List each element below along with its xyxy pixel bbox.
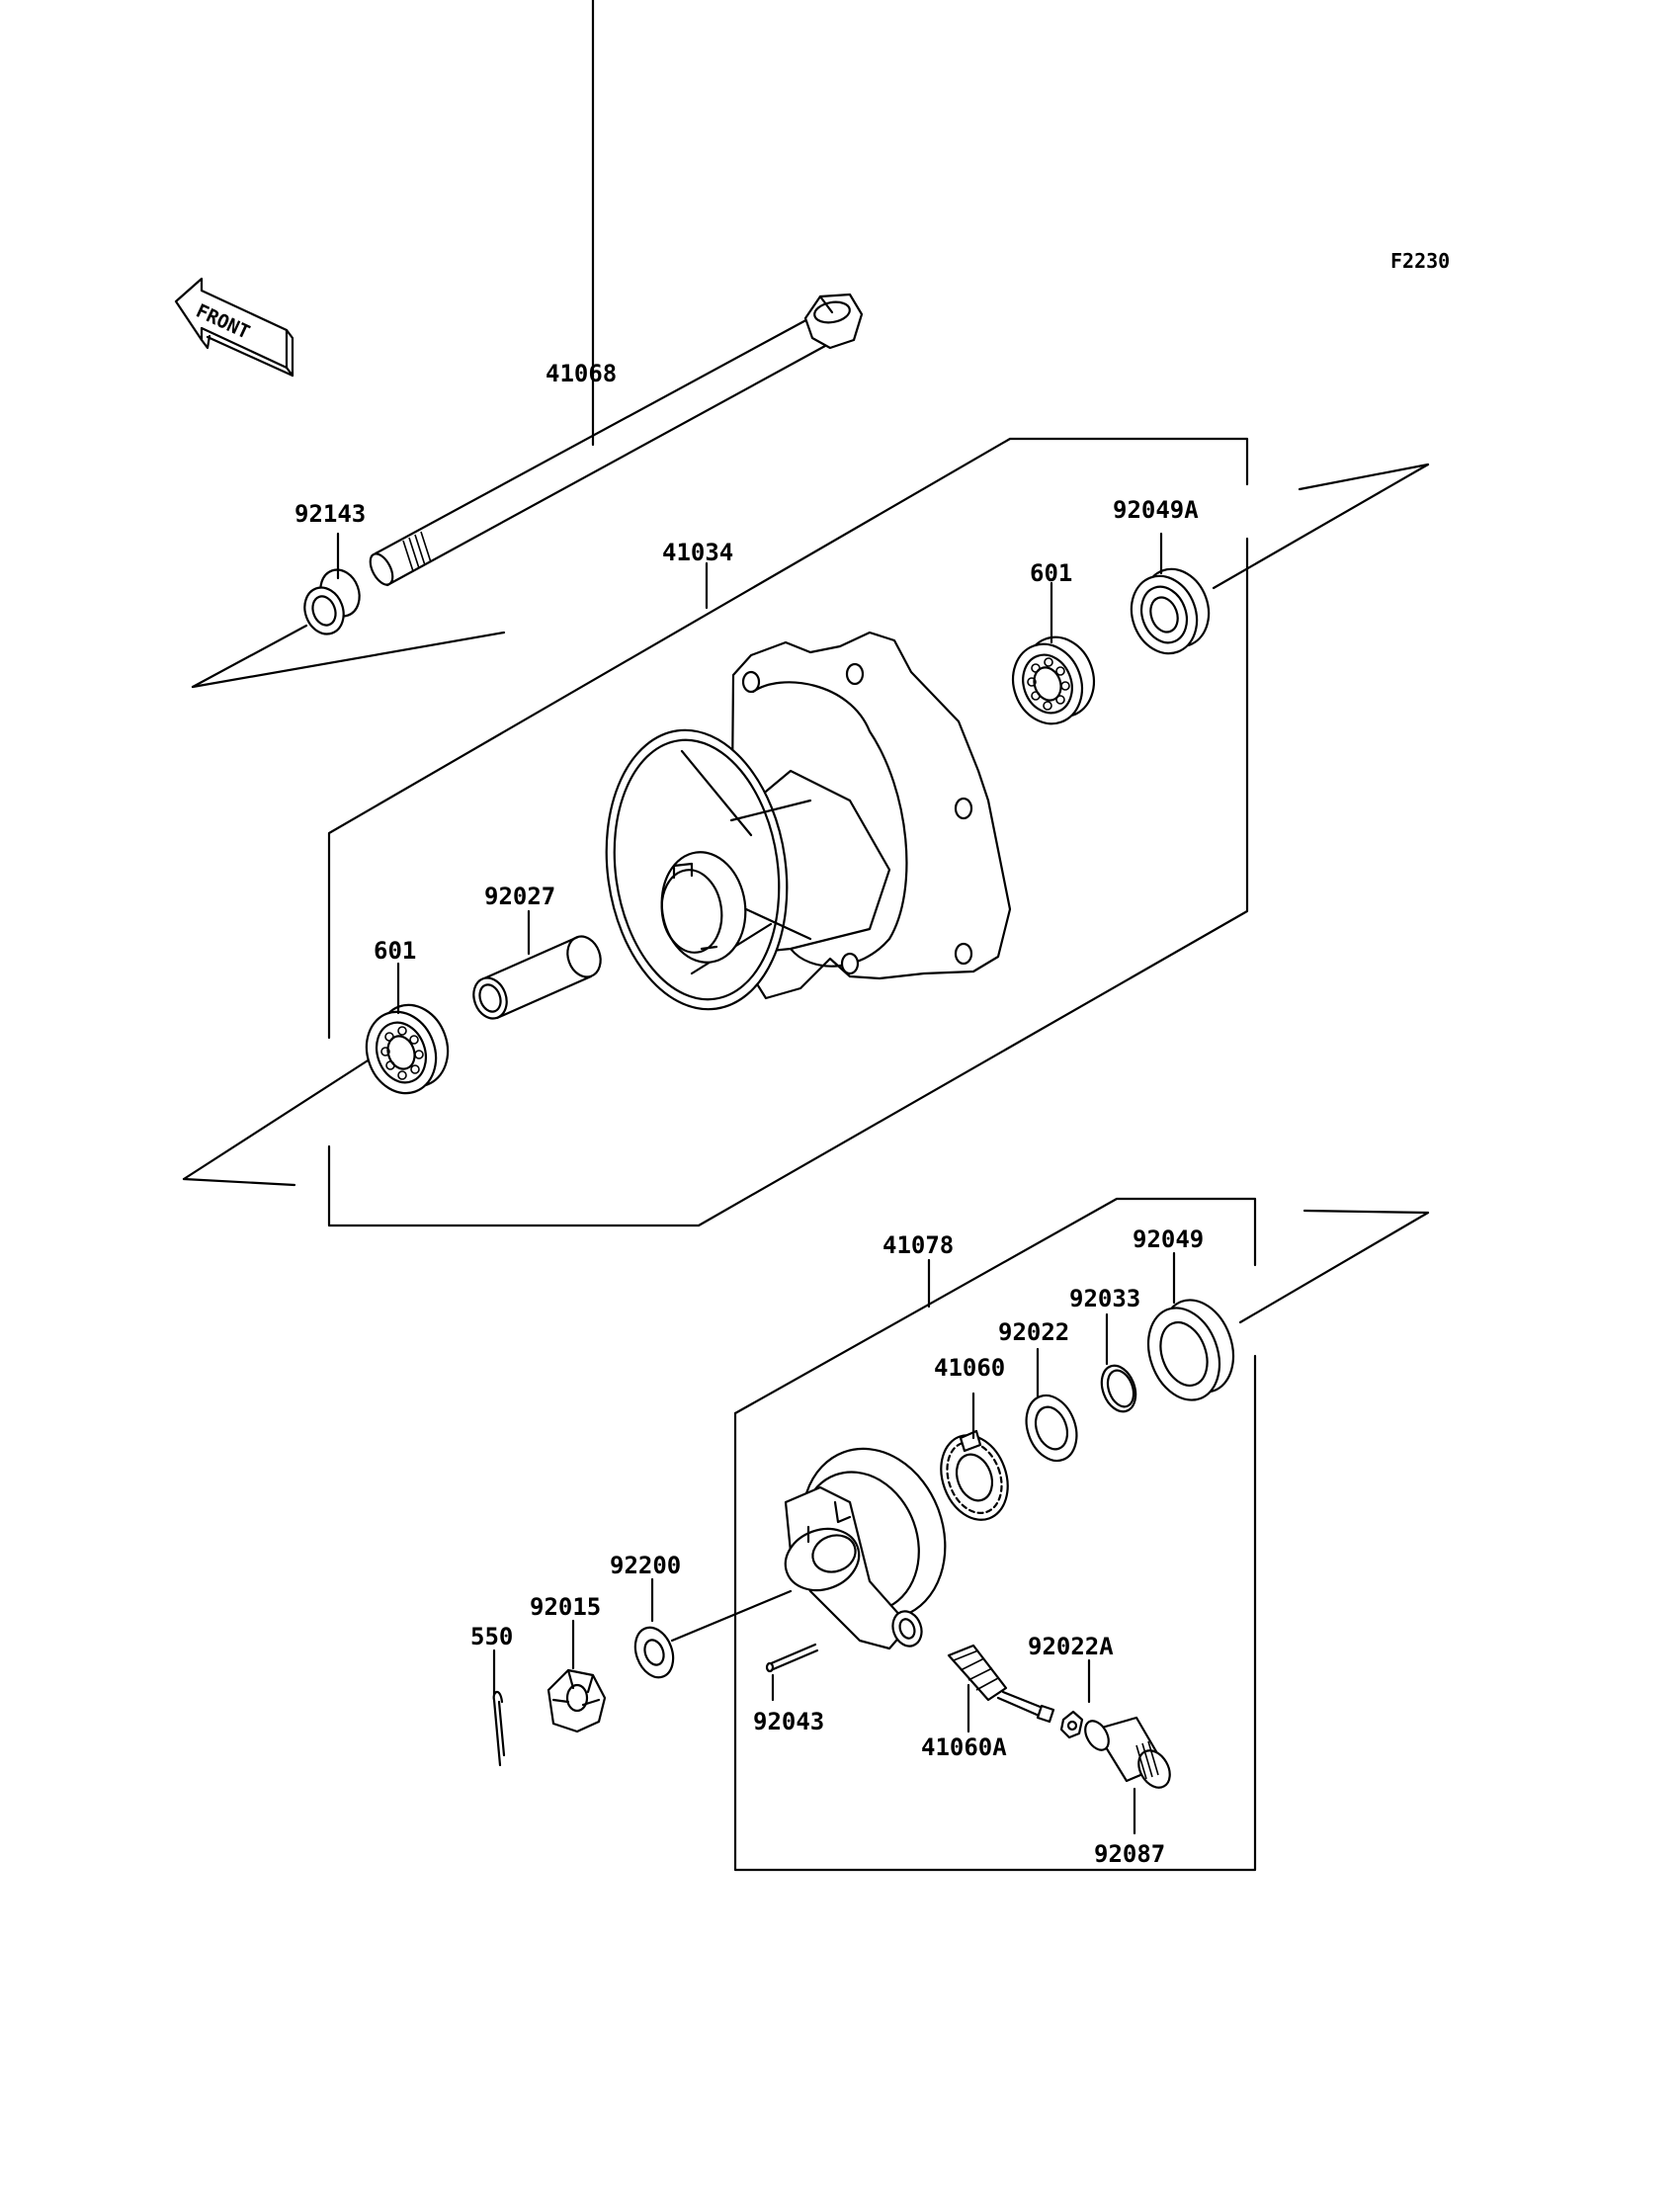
collar-part <box>303 568 361 635</box>
washer-gear-part <box>1025 1394 1078 1463</box>
bearing-left-part <box>365 1003 450 1095</box>
label-92022A: 92022A <box>1028 1633 1114 1660</box>
label-41060: 41060 <box>934 1354 1005 1382</box>
label-92143: 92143 <box>294 500 366 528</box>
bearing-right-part <box>1012 635 1095 725</box>
hub-part <box>605 631 1012 1011</box>
label-92049: 92049 <box>1133 1225 1204 1253</box>
gear-housing-part <box>784 1447 947 1650</box>
seal-gear-part <box>1146 1299 1235 1401</box>
label-601-right: 601 <box>1030 559 1072 587</box>
hub-frame <box>182 437 1430 1227</box>
spacer-part <box>472 935 602 1020</box>
washer-pinion-part <box>1059 1710 1084 1739</box>
label-92022: 92022 <box>998 1318 1069 1346</box>
gear-part <box>940 1429 1009 1521</box>
figure-code: F2230 <box>1390 249 1450 273</box>
label-92027: 92027 <box>484 883 555 910</box>
label-41068: 41068 <box>546 360 617 387</box>
nut-part <box>546 1668 607 1733</box>
seal-right-part <box>1130 567 1211 655</box>
label-92049A: 92049A <box>1113 496 1199 524</box>
label-41078: 41078 <box>882 1231 954 1259</box>
label-92200: 92200 <box>610 1552 681 1579</box>
washer-axle-part <box>633 1626 675 1679</box>
label-41034: 41034 <box>662 539 733 566</box>
axle-part <box>369 293 864 587</box>
label-550: 550 <box>470 1623 513 1650</box>
bushing-part <box>1084 1716 1171 1789</box>
label-41060A: 41060A <box>921 1733 1007 1761</box>
circlip-part <box>1100 1364 1137 1413</box>
label-92015: 92015 <box>530 1593 601 1621</box>
gear-frame <box>733 1197 1430 1872</box>
cotter-pin-part <box>492 1690 506 1767</box>
pinion-part <box>947 1644 1055 1724</box>
label-92033: 92033 <box>1069 1285 1140 1312</box>
label-92043: 92043 <box>753 1708 824 1735</box>
label-601-left: 601 <box>374 937 416 965</box>
pin-part <box>765 1643 819 1673</box>
front-arrow-icon: FRONT <box>174 277 294 378</box>
label-92087: 92087 <box>1094 1840 1165 1868</box>
